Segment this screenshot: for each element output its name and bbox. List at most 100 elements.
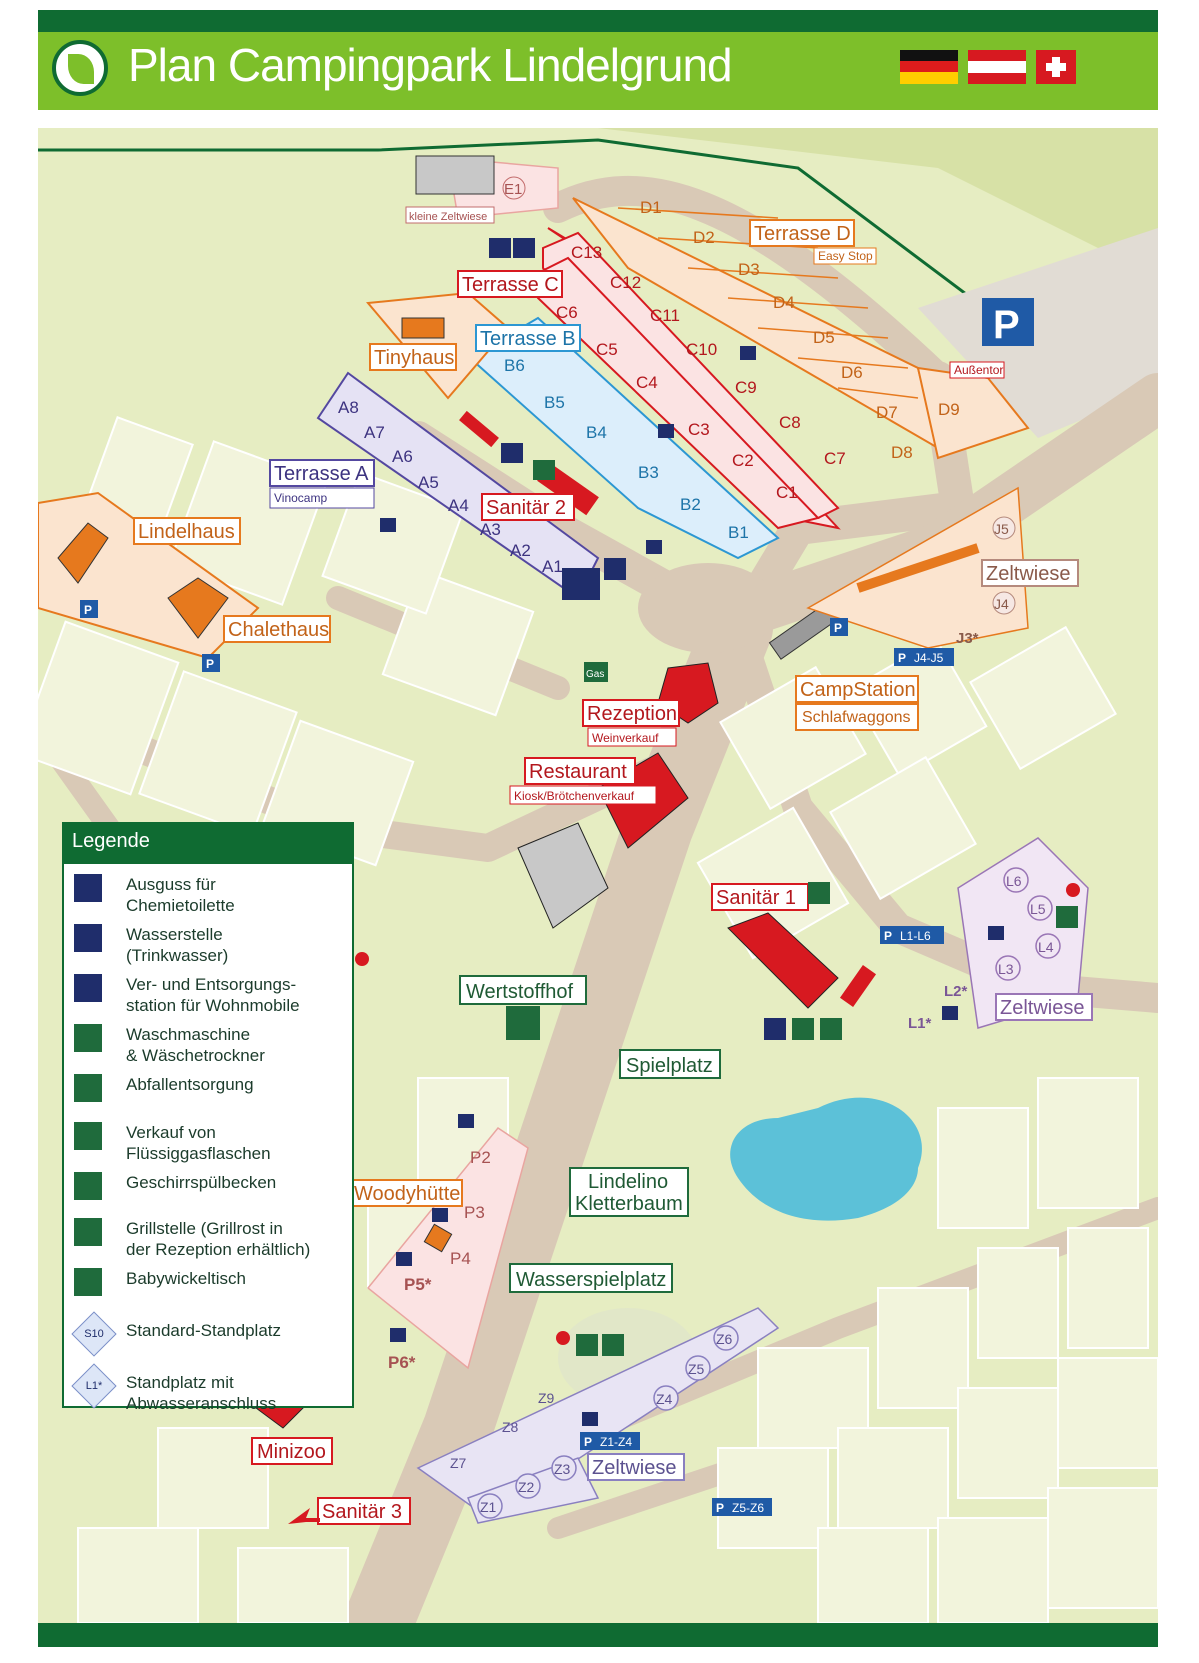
pitch-label-j4: J4 xyxy=(994,596,1009,612)
germany-flag-icon[interactable] xyxy=(900,50,958,84)
parking-j-label: J4-J5 xyxy=(914,651,944,665)
parking-lindelhaus-icon xyxy=(80,600,98,618)
campsite-map: D1 D2 D3 D4 D5 D6 D7 D8 D9 E1 kleine Zel… xyxy=(38,128,1158,1623)
pitch-label-d7: D7 xyxy=(876,403,898,422)
pitch-label-d5: D5 xyxy=(813,328,835,347)
pitch-label-c7: C7 xyxy=(824,449,846,468)
pitch-label-a3: A3 xyxy=(480,520,501,539)
water-tap-icon xyxy=(432,1208,448,1222)
legend-item-text: Babywickeltisch xyxy=(126,1269,246,1288)
pitch-label-d4: D4 xyxy=(773,293,795,312)
pitch-label-z1: Z1 xyxy=(480,1499,497,1515)
pitch-label-b1: B1 xyxy=(728,523,749,542)
kleine-zeltwiese-label: kleine Zeltwiese xyxy=(409,211,487,223)
pond xyxy=(730,1097,922,1221)
pitch-l-markers xyxy=(995,867,1061,981)
pitch-label-d2: D2 xyxy=(693,228,715,247)
water-tap-icon xyxy=(582,1412,598,1426)
chalethaus-building xyxy=(167,577,229,639)
woodyhuette-label: Woodyhütte xyxy=(354,1183,460,1205)
pitch-j4-marker xyxy=(992,591,1016,615)
terrasse-c-label-box xyxy=(457,270,563,298)
weinverkauf-label: Weinverkauf xyxy=(592,731,659,745)
grey-building xyxy=(517,822,609,929)
parking-area xyxy=(918,228,1158,438)
pitch-label-l2: L2* xyxy=(944,983,968,1000)
water-tap-icon xyxy=(988,926,1004,940)
central-plaza xyxy=(638,563,778,653)
pitch-label-d3: D3 xyxy=(738,260,760,279)
legend-item-text-line2: der Rezeption erhältlich) xyxy=(126,1240,311,1259)
legend-item-text: Geschirrspülbecken xyxy=(126,1173,277,1192)
spielplatz-label-box xyxy=(619,1049,721,1079)
pitch-label-c1: C1 xyxy=(776,483,798,502)
waste-icon xyxy=(506,1006,540,1040)
pitch-label-a6: A6 xyxy=(392,447,413,466)
switzerland-flag-icon[interactable] xyxy=(1036,50,1076,84)
sanitaer-2-label-box xyxy=(481,493,575,521)
gas-icon xyxy=(74,1122,102,1150)
pitch-label-c9: C9 xyxy=(735,378,757,397)
page-title: Plan Campingpark Lindelgrund xyxy=(128,39,733,91)
sink-icon xyxy=(533,460,555,480)
schlafwaggons-label: Schlafwaggons xyxy=(802,709,911,726)
sanitaer-1-annex xyxy=(839,965,877,1007)
pitch-label-c4: C4 xyxy=(636,373,658,392)
lindelhaus-label-box xyxy=(133,517,241,545)
standard-pitch-icon: S10 xyxy=(71,1311,117,1357)
campingpark-logo xyxy=(52,40,108,96)
terrasse-a-label: Terrasse A xyxy=(274,463,369,485)
austria-flag-icon[interactable] xyxy=(968,50,1026,84)
sanitaer-1-label-box xyxy=(711,883,809,911)
campstation-label-box xyxy=(795,675,919,703)
water-tap-icon xyxy=(489,238,511,258)
lindelino-label-box xyxy=(569,1167,689,1217)
parking-z56-tag xyxy=(712,1498,772,1516)
restaurant-label-box xyxy=(524,757,636,785)
wertstoffhof-label: Wertstoffhof xyxy=(466,981,574,1003)
restaurant-label: Restaurant xyxy=(529,761,627,783)
zeltwiese-l-label: Zeltwiese xyxy=(1000,997,1084,1019)
chemie-wc-icon xyxy=(501,443,523,463)
grill-icon xyxy=(576,1334,598,1356)
legend-item-text: Standard-Standplatz xyxy=(126,1321,281,1340)
sink-icon xyxy=(74,1172,102,1200)
pitch-z-markers xyxy=(477,1325,739,1519)
legend-item-text: Verkauf von xyxy=(126,1123,216,1142)
aussentor-label: Außentor xyxy=(954,363,1003,377)
parking-campstation-icon xyxy=(830,618,848,636)
water-tap-icon xyxy=(646,540,662,554)
pitch-label-a1: A1 xyxy=(542,557,563,576)
chemie-wc-icon xyxy=(74,874,102,902)
sanitaer-2-annex xyxy=(459,410,499,448)
waste-icon xyxy=(74,1074,102,1102)
parking-l-label: L1-L6 xyxy=(900,929,931,943)
kleine-zeltwiese-label-box xyxy=(405,206,495,224)
kiosk-label-box xyxy=(509,785,657,805)
legend-item-text: Ausguss für xyxy=(126,875,216,894)
lindelhaus-label: Lindelhaus xyxy=(138,521,235,543)
pitch-label-z4: Z4 xyxy=(656,1391,673,1407)
grill-icon xyxy=(1056,906,1078,928)
parking-j-tag xyxy=(894,648,954,666)
wastewater-pitch-icon: L1* xyxy=(71,1363,117,1409)
parking-l-letter: P xyxy=(884,929,892,943)
pitch-label-c2: C2 xyxy=(732,451,754,470)
grill-icon xyxy=(602,1334,624,1356)
legend-item-text-line2: & Wäschetrockner xyxy=(126,1046,265,1065)
upper-meadow xyxy=(38,128,1158,278)
pitch-label-b2: B2 xyxy=(680,495,701,514)
parking-z14-tag xyxy=(580,1432,640,1450)
pitch-label-d8: D8 xyxy=(891,443,913,462)
terrasse-d-label-box xyxy=(749,219,855,247)
pitch-label-d1: D1 xyxy=(640,198,662,217)
baby-changing-icon xyxy=(74,1268,102,1296)
water-tap-icon xyxy=(74,924,102,952)
pitch-label-a4: A4 xyxy=(448,496,469,515)
easy-stop-label-box xyxy=(813,247,877,265)
footer-bar xyxy=(38,1623,1158,1647)
pitch-label-z6: Z6 xyxy=(716,1331,733,1347)
pitch-label-z3: Z3 xyxy=(554,1461,571,1477)
pitch-label-a2: A2 xyxy=(510,541,531,560)
terrasse-d-area xyxy=(572,197,1030,460)
